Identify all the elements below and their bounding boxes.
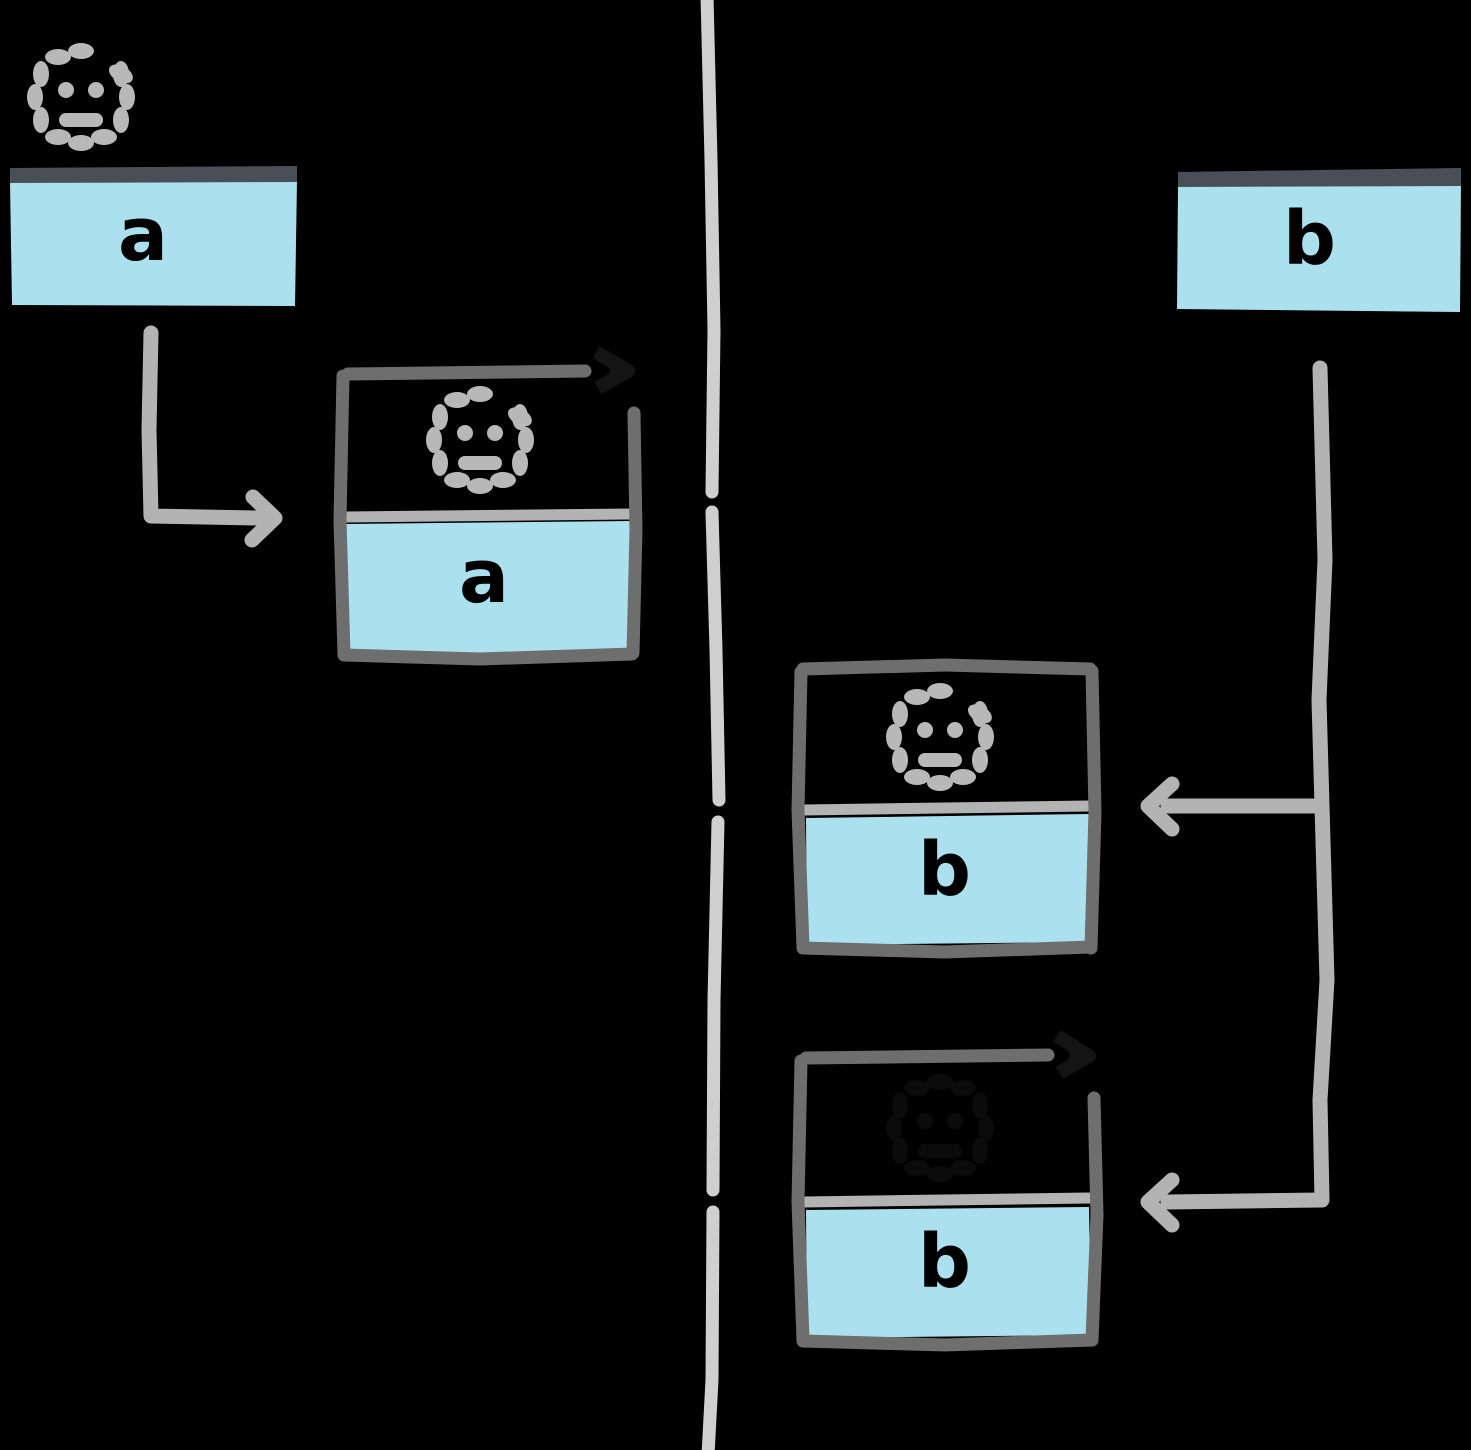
panel-box-b-1[interactable] (791, 658, 1102, 959)
arrow-b-to-panel-b1 (1140, 360, 1333, 837)
header-box-a[interactable] (10, 166, 297, 306)
lane-left-face-icon (27, 43, 137, 151)
header-box-b[interactable] (1177, 168, 1461, 312)
vertical-dashed-divider (700, 0, 726, 1450)
panel-box-a-1[interactable] (333, 345, 643, 666)
arrow-a-to-panel-a (141, 325, 283, 548)
arrow-b-to-panel-b2 (1140, 798, 1335, 1233)
panel-box-b-2[interactable] (791, 1030, 1104, 1352)
